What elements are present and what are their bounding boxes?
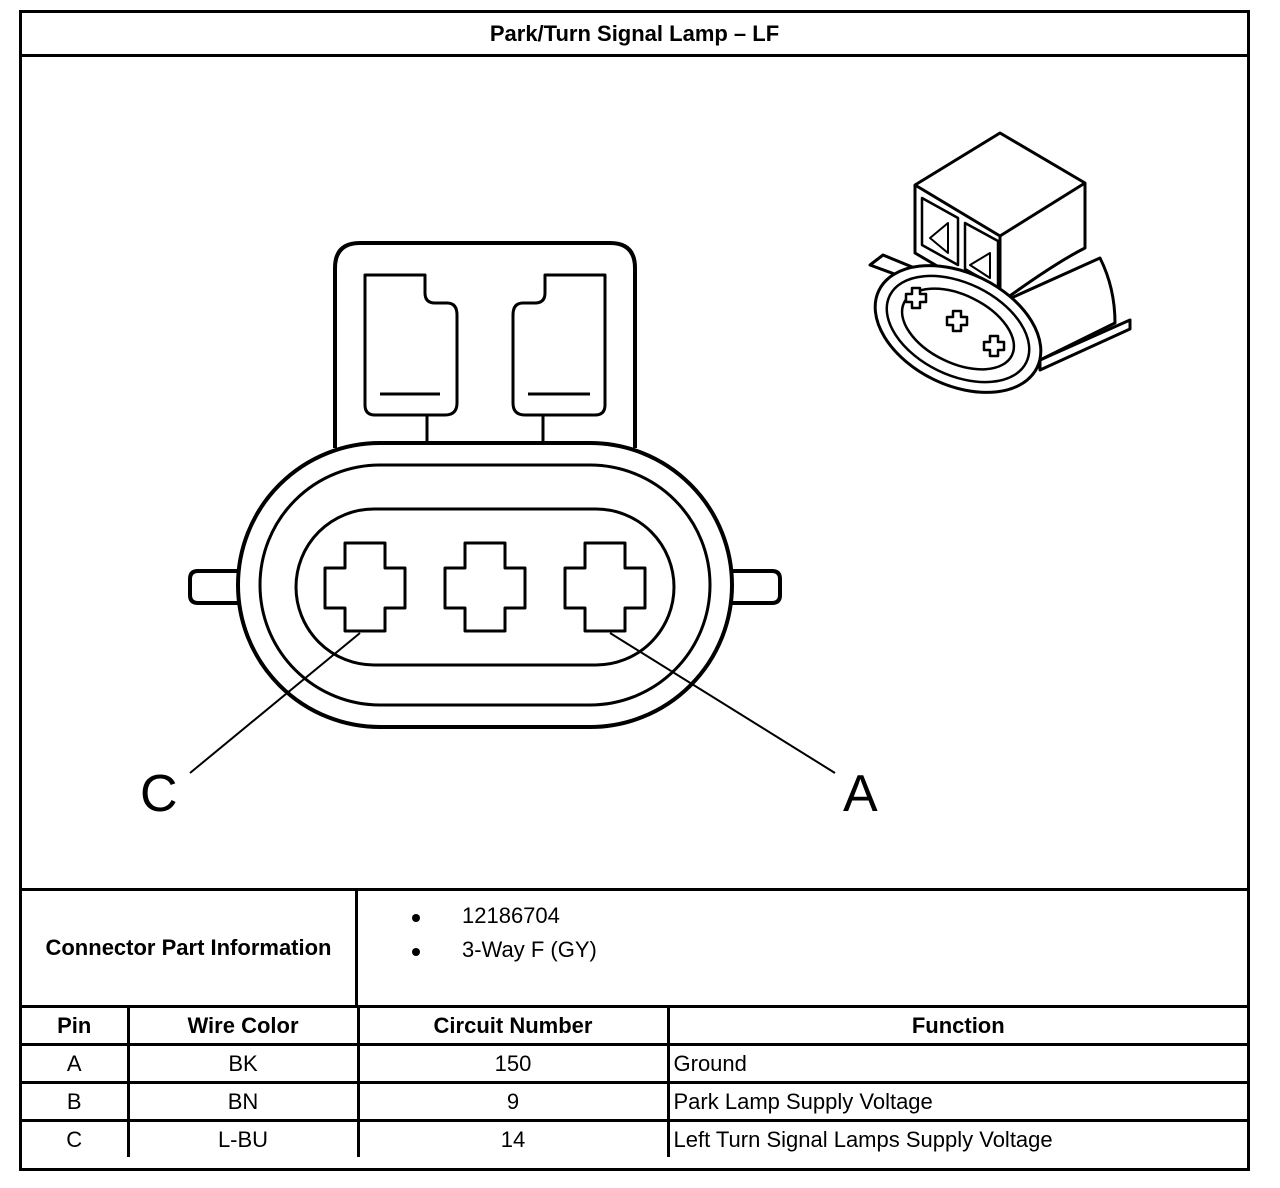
header-wire-color: Wire Color [126, 1008, 360, 1046]
connector-3d-view [868, 131, 1132, 394]
pin-table: Pin Wire Color Circuit Number Function A… [22, 1008, 1247, 1157]
bullet-icon [412, 914, 420, 922]
connector-ear-right [732, 569, 782, 605]
circuit-number-cell: 14 [356, 1119, 670, 1157]
wire-color-cell: L-BU [126, 1119, 360, 1157]
diagram-frame: Park/Turn Signal Lamp – LF [19, 10, 1250, 1171]
pin-cavity-b [443, 541, 527, 633]
page-title: Park/Turn Signal Lamp – LF [22, 13, 1247, 57]
connector-diagram: C A [22, 57, 1247, 888]
pin-cell: B [22, 1081, 130, 1122]
wire-color-cell: BK [126, 1043, 360, 1084]
function-cell: Park Lamp Supply Voltage [666, 1081, 1247, 1122]
header-circuit-number: Circuit Number [356, 1008, 670, 1046]
function-cell: Ground [666, 1043, 1247, 1084]
connector-part-information: Connector Part Information 12186704 3-Wa… [22, 888, 1247, 1008]
pin-label-c: C [140, 765, 178, 823]
wire-color-cell: BN [126, 1081, 360, 1122]
connector-cavity [294, 507, 676, 667]
pin-cell: A [22, 1043, 130, 1084]
connector-drawing: C A [140, 131, 1132, 823]
connector-type: 3-Way F (GY) [462, 937, 597, 962]
pin-label-a: A [843, 765, 878, 823]
bullet-icon [412, 948, 420, 956]
header-pin: Pin [22, 1008, 130, 1046]
pin-cavity-a [563, 541, 647, 633]
pin-table-header-row: Pin Wire Color Circuit Number Function [22, 1008, 1247, 1046]
pin-cavity-c [323, 541, 407, 633]
connector-body-outer [236, 441, 734, 729]
connector-lock-tab [333, 241, 637, 448]
leader-line-a [609, 632, 836, 774]
part-number: 12186704 [462, 903, 560, 928]
circuit-number-cell: 9 [356, 1081, 670, 1122]
connector-info-list: 12186704 3-Way F (GY) [358, 891, 1247, 1005]
header-function: Function [666, 1008, 1247, 1046]
table-row: B BN 9 Park Lamp Supply Voltage [22, 1081, 1247, 1122]
connector-body-middle [258, 463, 712, 707]
table-row: A BK 150 Ground [22, 1043, 1247, 1084]
circuit-number-cell: 150 [356, 1043, 670, 1084]
pin-cell: C [22, 1119, 130, 1157]
connector-info-label: Connector Part Information [22, 891, 358, 1005]
leader-line-c [189, 632, 361, 774]
function-cell: Left Turn Signal Lamps Supply Voltage [666, 1119, 1247, 1157]
connector-lock-window [363, 273, 459, 417]
connector-ear-left [188, 569, 240, 605]
table-row: C L-BU 14 Left Turn Signal Lamps Supply … [22, 1119, 1247, 1157]
